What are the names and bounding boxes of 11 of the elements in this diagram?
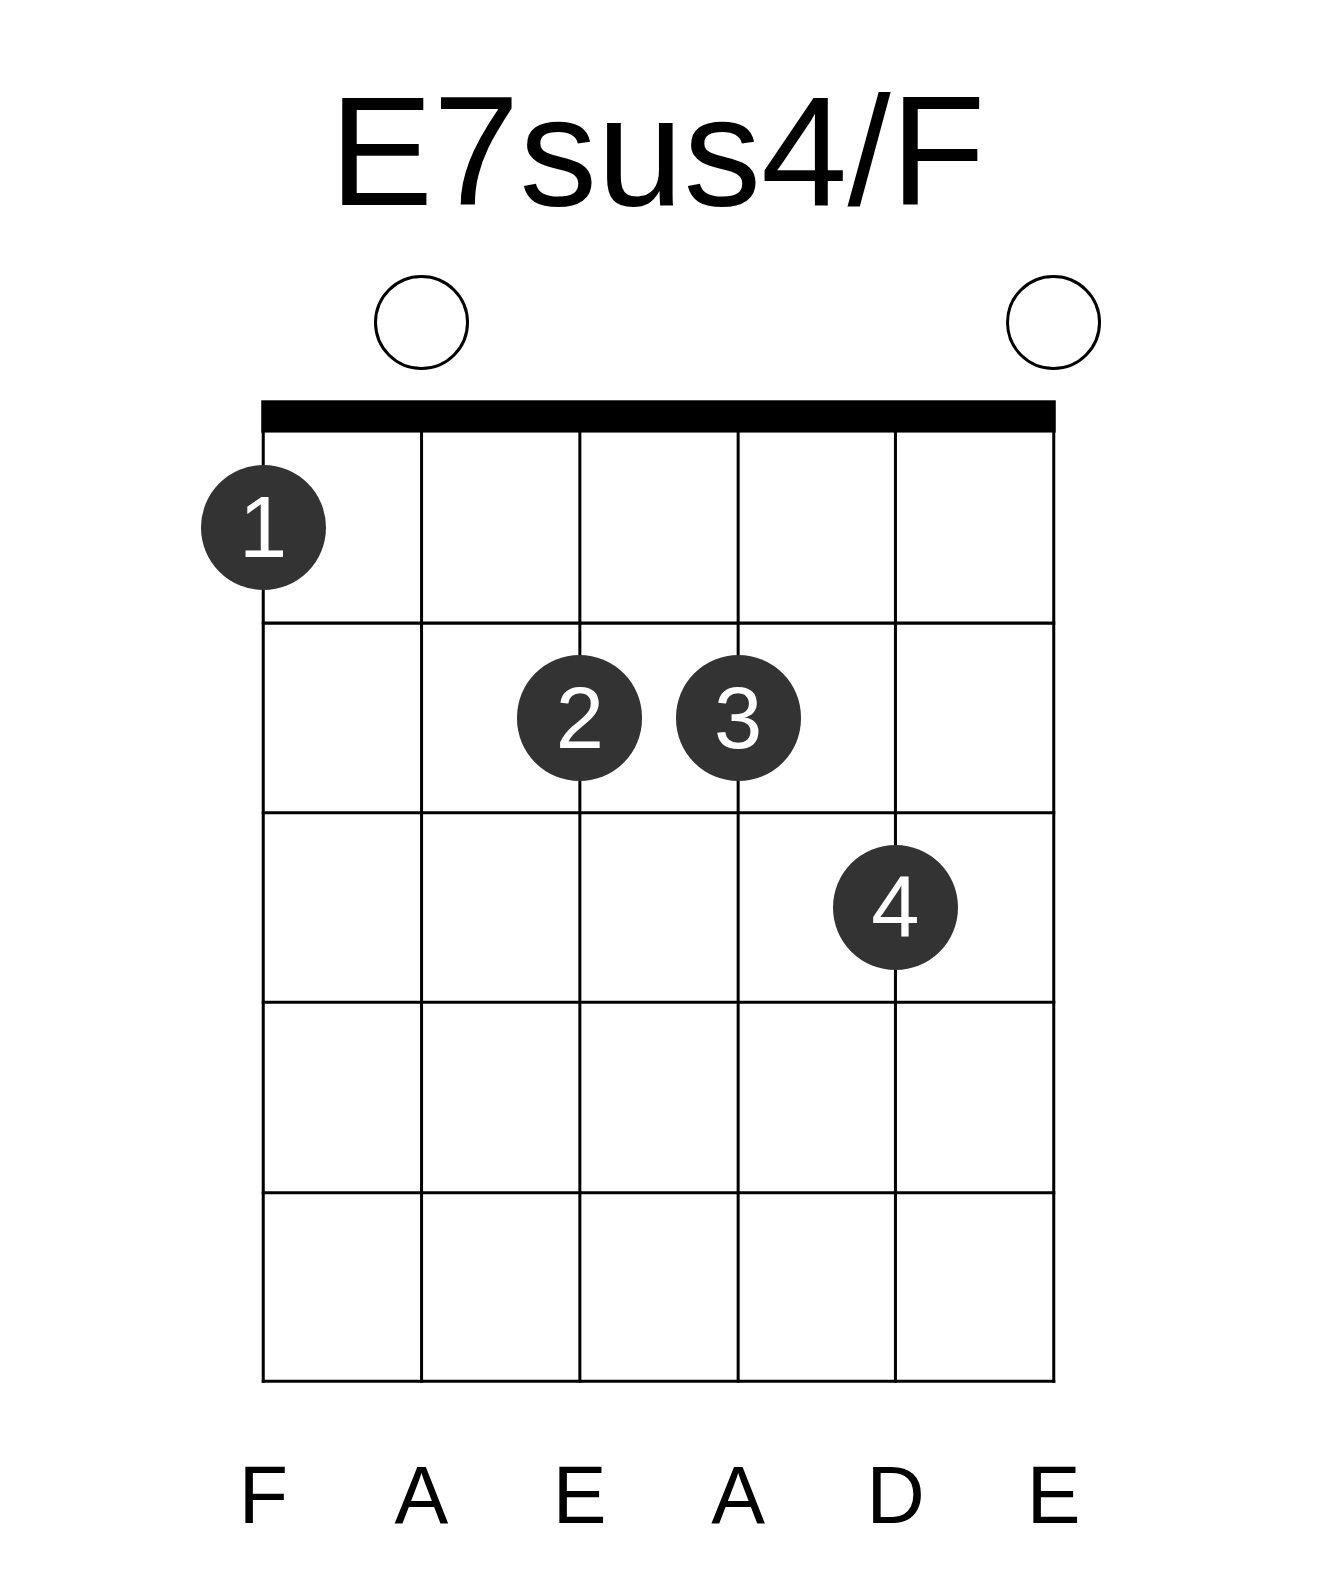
string-name-label: D <box>866 1455 925 1536</box>
string-name-label: E <box>1026 1455 1081 1536</box>
chord-title: E7sus4/F <box>329 73 986 229</box>
string-name-label: E <box>552 1455 607 1536</box>
string-name-label: A <box>711 1455 765 1536</box>
string-name-label: A <box>394 1455 449 1536</box>
finger-number-marker: 2 <box>517 655 643 781</box>
string-name-label: F <box>238 1455 288 1536</box>
finger-number-marker: 1 <box>200 464 326 590</box>
finger-number-marker: 3 <box>675 655 801 781</box>
finger-number-marker: 4 <box>832 845 958 971</box>
